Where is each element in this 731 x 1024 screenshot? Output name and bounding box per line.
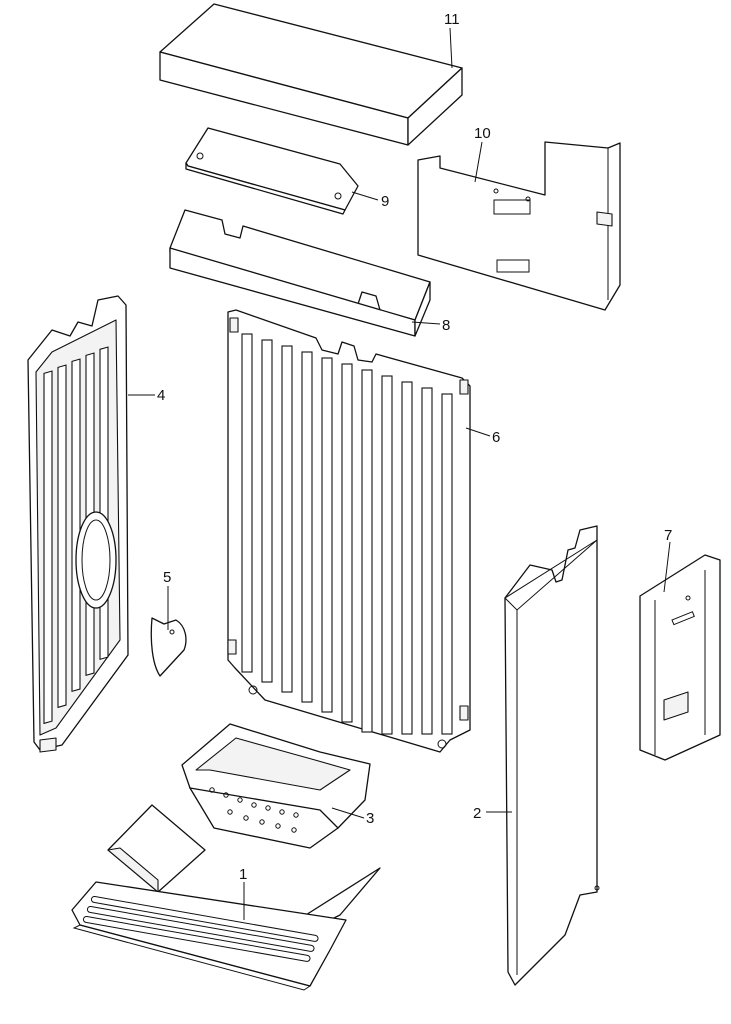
callout-2: 2	[473, 805, 481, 822]
callouts: 11 10 9 8 4 6 5 7 3 2 1	[157, 11, 672, 883]
leader-7	[663, 541, 671, 593]
right-side-panel-part	[504, 525, 600, 986]
leader-11	[449, 27, 453, 69]
leader-6	[465, 427, 491, 437]
callout-9: 9	[381, 193, 389, 210]
callout-1: 1	[239, 866, 247, 883]
support-bar-part	[169, 209, 431, 337]
right-bracket-part	[639, 554, 721, 761]
small-plate-part	[150, 617, 187, 677]
callout-11: 11	[444, 11, 460, 28]
leader-lines	[128, 27, 671, 920]
callout-8: 8	[442, 317, 450, 334]
leader-3	[331, 807, 365, 819]
back-panel-part	[227, 309, 471, 753]
grate-part	[71, 804, 381, 991]
grate-slots	[82, 895, 319, 962]
leader-10	[474, 141, 483, 183]
ash-tray-part	[181, 723, 371, 849]
callout-10: 10	[474, 125, 491, 142]
leader-8	[411, 321, 441, 325]
callout-6: 6	[492, 429, 500, 446]
callout-3: 3	[366, 810, 374, 827]
left-side-panel-part	[27, 295, 129, 753]
leader-9	[351, 191, 379, 201]
baffle-plate-part	[185, 127, 359, 215]
callout-5: 5	[163, 569, 171, 586]
callout-4: 4	[157, 387, 165, 404]
heat-shield-part	[417, 141, 621, 311]
callout-7: 7	[664, 527, 672, 544]
top-brick-part	[159, 3, 463, 146]
